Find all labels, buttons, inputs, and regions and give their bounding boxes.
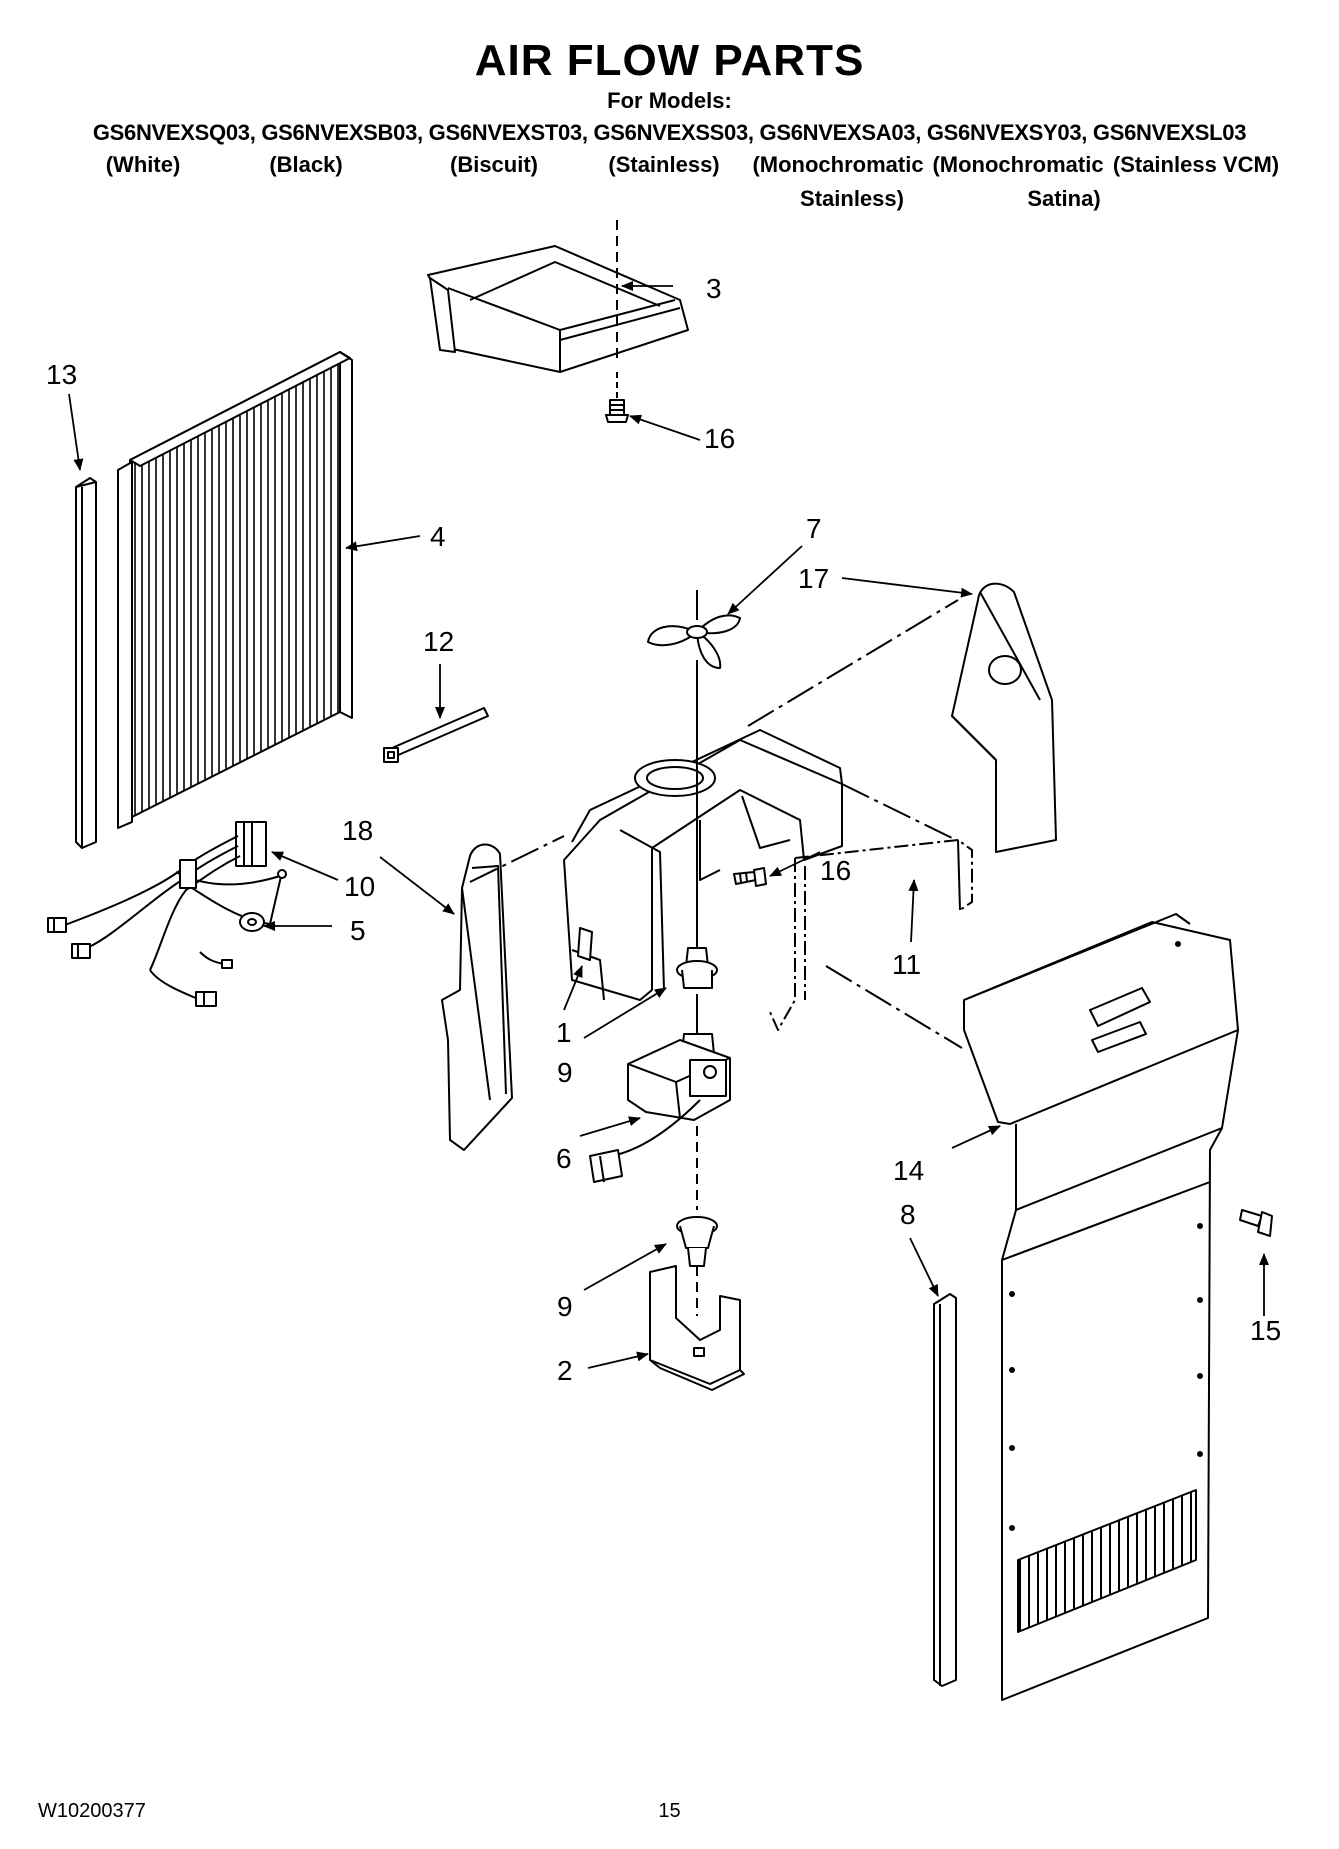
variant-biscuit: (Biscuit) [450,152,538,177]
part-1-fan-shroud [563,729,843,1001]
page-number: 15 [658,1800,681,1822]
part-12-cable-tie [383,707,489,763]
part-16-screw-top [605,372,629,423]
callout-7: 7 [806,513,822,544]
callout-4: 4 [430,521,446,552]
part-17-side-cover [951,582,1057,853]
part-14-rear-cover [963,913,1239,1701]
part-7-fan-blade [647,590,741,669]
part-2-motor-bracket [649,1265,745,1391]
callout-15: 15 [1250,1315,1281,1346]
callout-11: 11 [892,949,921,980]
variant-mono-stainless: (Monochromatic [752,152,924,177]
callout-16-top: 16 [704,423,735,454]
part-9-grommet-lower [676,1216,718,1316]
part-15-screw [1239,1209,1273,1237]
callout-3: 3 [706,273,722,304]
part-11-baffle-frame [769,839,973,1031]
part-18-side-cover [441,843,513,1151]
part-16-screw-middle [733,867,767,887]
callout-16-middle: 16 [820,855,851,886]
leader-arrows [68,281,1269,1369]
variant-black: (Black) [269,152,343,177]
callout-9-lower: 9 [557,1291,573,1322]
callout-5: 5 [350,915,366,946]
model-list: GS6NVEXSQ03, GS6NVEXSB03, GS6NVEXST03, G… [92,120,1247,145]
part-3-duct-cover [427,220,689,373]
variant-white: (White) [105,152,181,177]
part-8-gasket-strip [933,1293,957,1687]
variant-mono-satina: (Monochromatic [932,152,1104,177]
variant-stainless-vcm: (Stainless VCM) [1112,152,1280,177]
callout-18: 18 [342,815,373,846]
callout-labels: 3 16 13 4 12 7 17 18 10 5 16 11 1 9 6 14… [46,273,1281,1386]
variant-mono-satina-line2: Satina) [1027,186,1101,211]
callout-6: 6 [556,1143,572,1174]
assembly-lines [469,599,963,1049]
callout-14: 14 [893,1155,924,1186]
part-13-gasket-strip [75,477,97,849]
callout-2: 2 [557,1355,573,1386]
callout-10: 10 [344,871,375,902]
part-4-evaporator-panel [117,351,353,829]
part-5-thermistor [239,869,287,932]
part-9-grommet-upper [676,660,718,989]
document-number: W10200377 [38,1800,146,1822]
page-title: AIR FLOW PARTS [474,36,865,85]
callout-13: 13 [46,359,77,390]
part-10-wire-harness [61,821,281,1001]
harness-connectors [47,917,233,1007]
callout-9-upper: 9 [557,1057,573,1088]
page-subtitle: For Models: [607,88,732,113]
callout-17: 17 [798,563,829,594]
callout-1: 1 [556,1017,572,1048]
part-6-fan-motor [589,994,731,1210]
callout-8: 8 [900,1199,916,1230]
callout-12: 12 [423,626,454,657]
variant-mono-stainless-line2: Stainless) [800,186,904,211]
variant-stainless: (Stainless) [608,152,720,177]
